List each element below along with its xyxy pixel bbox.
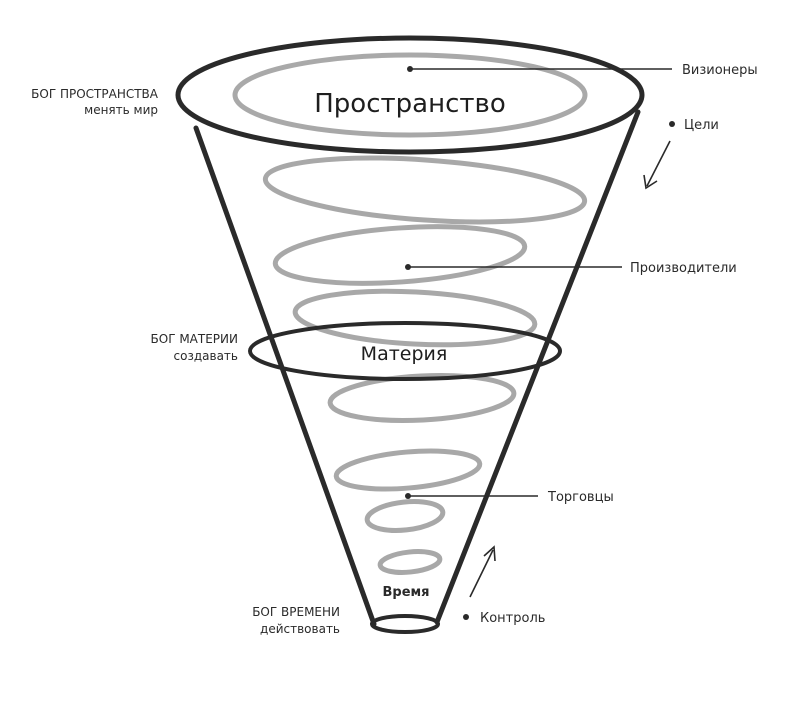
callout-traders: Торговцы [405,490,614,505]
spiral-ring [262,155,588,225]
control-arrow-head [483,545,496,562]
spiral-ring [377,549,443,575]
god-space-line2: менять мир [84,103,158,117]
callout-goals: Цели [643,118,719,190]
producers-label: Производители [630,261,737,276]
goals-arrow-shaft [646,140,671,187]
callout-control: Контроль [463,545,545,626]
callout-producers: Производители [405,261,737,276]
traders-label: Торговцы [547,490,614,505]
funnel-outline [175,35,645,634]
callout-dot [463,614,469,620]
spiral [232,52,588,575]
funnel-left-side [193,125,377,627]
space-label: Пространство [314,89,506,119]
visionaries-label: Визионеры [682,63,758,78]
god-matter-line2: создавать [174,349,238,363]
control-arrow-shaft [469,549,494,598]
god-space-line1: БОГ ПРОСТРАНСТВА [31,87,159,101]
goals-label: Цели [684,118,719,133]
goals-arrow-head [643,174,658,190]
god-time-line1: БОГ ВРЕМЕНИ [252,605,340,619]
spiral-ring [272,224,528,286]
callout-dot [669,121,675,127]
spiral-ring [292,288,538,348]
middle-ring [248,321,562,381]
spiral-ring [327,373,517,423]
matter-label: Материя [361,343,448,365]
spiral-ring [364,499,446,533]
god-time-line2: действовать [260,622,340,636]
god-matter-line1: БОГ МАТЕРИИ [151,332,238,346]
time-label: Время [382,585,429,600]
callout-visionaries: Визионеры [407,63,758,78]
top-rim [175,35,645,155]
bottom-ring [370,614,440,634]
spiral-ring [333,448,483,492]
control-label: Контроль [480,611,545,626]
spiral-ring [232,52,588,138]
